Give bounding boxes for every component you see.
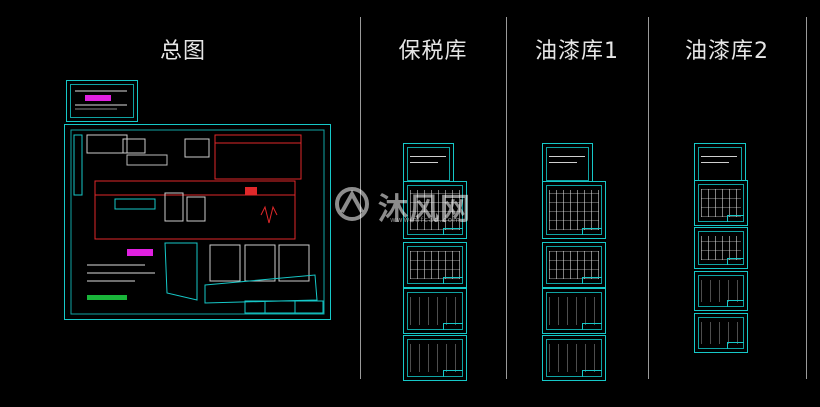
drawing-grid-icon (549, 251, 599, 279)
watermark-logo-icon (335, 187, 369, 221)
paint1-plan-sheet-3[interactable] (542, 288, 606, 334)
paint1-plan-sheet-1[interactable] (542, 181, 606, 239)
bonded-plan-sheet-2[interactable] (403, 242, 467, 288)
title-block (582, 323, 602, 330)
sheet-inner-frame (407, 339, 463, 377)
sheet-inner-frame (698, 317, 744, 349)
sheet-inner-frame (698, 231, 744, 265)
site-plan-cover-sheet[interactable] (66, 80, 138, 122)
sheet-inner-frame (698, 184, 744, 222)
drawing-grid-icon (701, 322, 741, 344)
paint1-plan-sheet-2[interactable] (542, 242, 606, 288)
drawing-grid-icon (410, 190, 460, 230)
bonded-plan-sheet-4[interactable] (403, 335, 467, 381)
title-block (727, 258, 744, 265)
drawing-grid-icon (410, 344, 460, 372)
panel-title-paint-warehouse-1: 油漆库1 (535, 39, 619, 64)
bonded-plan-sheet-3[interactable] (403, 288, 467, 334)
title-block (727, 215, 744, 222)
bonded-plan-sheet-1[interactable] (403, 181, 467, 239)
sheet-inner-frame (546, 185, 602, 235)
paint1-cover-sheet[interactable] (542, 143, 593, 185)
sheet-inner-frame (546, 339, 602, 377)
paint2-plan-sheet-4[interactable] (694, 313, 748, 353)
sheet-inner-frame (407, 246, 463, 284)
panel-paint-warehouse-1: 油漆库1 (506, 17, 649, 381)
drawing-grid-icon (701, 280, 741, 302)
bonded-cover-sheet[interactable] (403, 143, 454, 185)
drawing-grid-icon (410, 297, 460, 325)
sheet-inner-frame (407, 185, 463, 235)
sheet-inner-frame (546, 246, 602, 284)
site-plan-drawing-icon (70, 129, 325, 315)
watermark-brand: 沐风网 (378, 192, 471, 227)
drawing-grid-icon (701, 236, 741, 260)
sheet-inner-frame (407, 292, 463, 330)
title-block (443, 228, 463, 235)
cover-sheet-icon (75, 90, 127, 110)
title-block (582, 277, 602, 284)
sheet-inner-frame (70, 84, 134, 118)
cover-line (410, 162, 438, 163)
cover-line (410, 156, 446, 157)
title-block (582, 370, 602, 377)
sheet-inner-frame (698, 275, 744, 307)
watermark: 沐风网 www.mfcad.com (330, 182, 490, 227)
sheet-inner-frame (546, 147, 589, 181)
drawing-grid-icon (410, 251, 460, 279)
paint2-plan-sheet-3[interactable] (694, 271, 748, 311)
title-block (727, 342, 744, 349)
panel-paint-warehouse-2: 油漆库2 (648, 17, 807, 379)
title-block (727, 300, 744, 307)
paint2-plan-sheet-1[interactable] (694, 180, 748, 226)
cover-line (549, 156, 585, 157)
paint1-plan-sheet-4[interactable] (542, 335, 606, 381)
drawing-grid-icon (549, 344, 599, 372)
drawing-grid-icon (549, 297, 599, 325)
drawing-grid-icon (701, 189, 741, 217)
site-plan-main-sheet[interactable] (64, 124, 331, 320)
title-block (443, 277, 463, 284)
paint2-cover-sheet[interactable] (694, 143, 746, 185)
panel-site-plan: 总图 (6, 17, 361, 379)
watermark-site: www.mfcad.com (390, 216, 461, 224)
title-block (443, 370, 463, 377)
panel-title-paint-warehouse-2: 油漆库2 (685, 39, 769, 64)
panel-bonded-warehouse: 保税库 (360, 17, 507, 381)
drawing-grid-icon (549, 190, 599, 230)
sheet-inner-frame (698, 147, 742, 181)
panel-title-bonded-warehouse: 保税库 (398, 39, 468, 64)
paint2-plan-sheet-2[interactable] (694, 227, 748, 269)
sheet-inner-frame (546, 292, 602, 330)
panel-title-site-plan: 总图 (159, 39, 206, 64)
title-block (443, 323, 463, 330)
title-block (582, 228, 602, 235)
cover-line (549, 162, 577, 163)
cover-line (701, 162, 729, 163)
sheet-inner-frame (407, 147, 450, 181)
cover-line (701, 156, 737, 157)
